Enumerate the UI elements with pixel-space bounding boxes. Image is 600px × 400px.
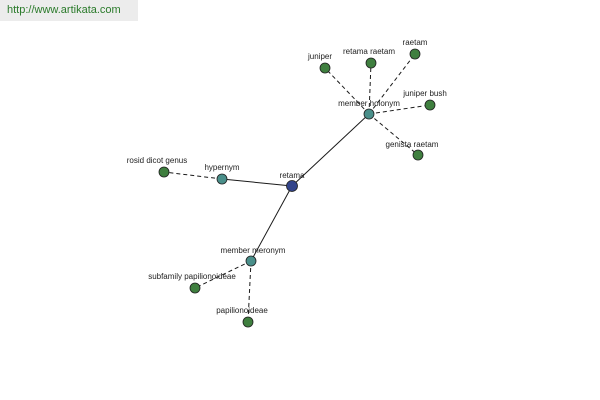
node-label-genista-raetam[interactable]: genista raetam — [386, 140, 439, 149]
edge-member-meronym-to-subfamily-papilionoideae — [194, 260, 252, 289]
node-label-member-meronym[interactable]: member meronym — [221, 246, 286, 255]
edge-member-holonym-to-genista-raetam — [368, 113, 419, 156]
node-juniper-bush[interactable] — [424, 99, 436, 111]
node-raetam[interactable] — [409, 48, 421, 60]
site-url-text: http://www.artikata.com — [7, 4, 121, 16]
edge-member-holonym-to-raetam — [368, 53, 416, 115]
edge-hypernym-to-rosid-dicot-genus — [163, 171, 223, 180]
node-label-papilionoideae[interactable]: papilionoideae — [216, 306, 268, 315]
node-papilionoideae[interactable] — [242, 316, 254, 328]
graph-labels: retama hypernym member holonym member meron… — [127, 38, 447, 315]
node-subfamily-papilionoideae[interactable] — [189, 282, 201, 294]
node-member-holonym[interactable] — [363, 108, 375, 120]
node-label-retama[interactable]: retama — [280, 171, 305, 180]
node-genista-raetam[interactable] — [412, 149, 424, 161]
node-label-raetam[interactable]: raetam — [403, 38, 428, 47]
site-url-banner: http://www.artikata.com — [0, 0, 138, 21]
node-retama[interactable] — [286, 180, 298, 192]
node-label-member-holonym[interactable]: member holonym — [338, 99, 400, 108]
edge-member-holonym-to-juniper — [324, 67, 370, 115]
node-label-retama-raetam[interactable]: retama raetam — [343, 47, 395, 56]
node-label-hypernym[interactable]: hypernym — [204, 163, 239, 172]
node-label-juniper-bush[interactable]: juniper bush — [402, 89, 447, 98]
node-member-meronym[interactable] — [245, 255, 257, 267]
edge-member-holonym-to-juniper-bush — [368, 104, 431, 115]
node-hypernym[interactable] — [216, 173, 228, 185]
edge-member-holonym-to-retama-raetam — [368, 62, 372, 115]
edge-retama-to-member-meronym — [250, 185, 293, 262]
node-juniper[interactable] — [319, 62, 331, 74]
node-label-subfamily-papilionoideae[interactable]: subfamily papilionoideae — [148, 272, 236, 281]
node-label-juniper[interactable]: juniper — [307, 52, 332, 61]
edge-retama-to-hypernym — [221, 178, 293, 187]
node-label-rosid-dicot-genus[interactable]: rosid dicot genus — [127, 156, 187, 165]
edge-retama-to-member-holonym — [291, 113, 370, 187]
graph-edges — [163, 53, 431, 323]
node-retama-raetam[interactable] — [365, 57, 377, 69]
edge-member-meronym-to-papilionoideae — [247, 260, 252, 323]
graph-nodes — [158, 48, 436, 328]
node-rosid-dicot-genus[interactable] — [158, 166, 170, 178]
